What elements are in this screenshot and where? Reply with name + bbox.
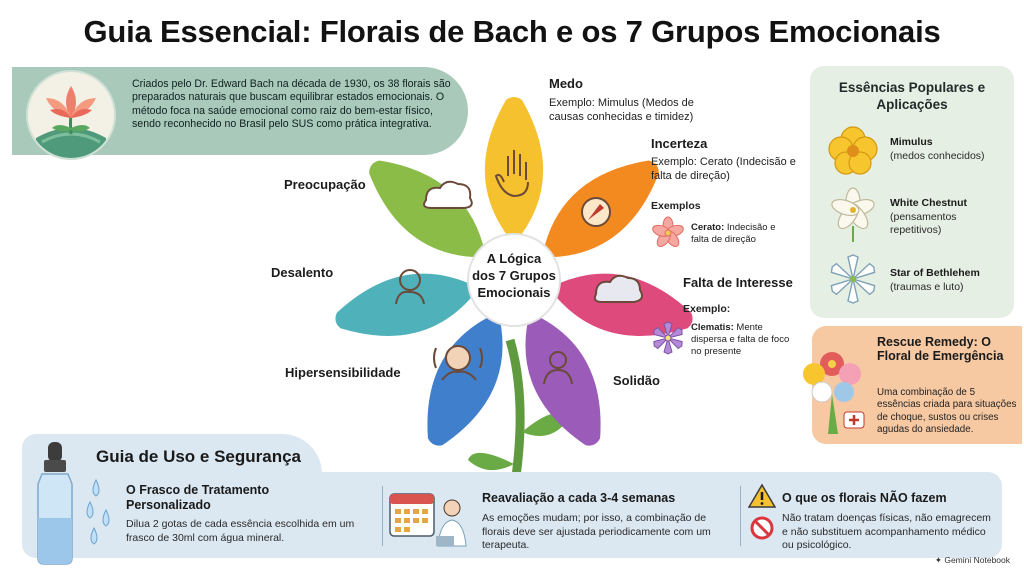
rescue-remedy-desc: Uma combinação de 5 essências criada par… <box>877 387 1017 436</box>
guide-col3-title: O que os florais NÃO fazem <box>782 491 947 505</box>
essence-star-of-bethlehem-desc: (traumas e luto) <box>890 281 964 293</box>
intro-text: Criados pelo Dr. Edward Bach na década d… <box>132 78 451 131</box>
example-incerteza: Exemplo: Cerato (Indecisão e falta de di… <box>651 156 796 182</box>
center-label-1: A Lógica <box>487 251 542 266</box>
bouquet-icon <box>803 352 865 434</box>
guide-divider <box>740 486 741 546</box>
essence-mimulus-desc: (medos conhecidos) <box>890 150 985 162</box>
label-falta-de-interesse: Falta de Interesse <box>683 275 793 290</box>
petal-preocupacao <box>369 160 487 258</box>
label-incerteza: Incerteza <box>651 136 708 151</box>
stem-leaf <box>468 452 514 471</box>
essence-star-of-bethlehem-name: Star of Bethlehem <box>890 267 980 279</box>
example-medo: Exemplo: Mimulus (Medos de causas conhec… <box>549 97 694 123</box>
guide-title: Guia de Uso e Segurança <box>96 447 302 466</box>
person-icon <box>549 351 567 369</box>
cerato-example: Cerato: Indecisão e falta de direção <box>691 222 776 245</box>
footer-brand: ✦ Gemini Notebook <box>934 555 1010 565</box>
clematis-flower-icon <box>653 321 683 355</box>
label-preocupacao: Preocupação <box>284 177 366 192</box>
petal-desalento <box>335 273 479 336</box>
label-desalento: Desalento <box>271 265 334 280</box>
flower-logo-icon <box>26 70 116 160</box>
center-label-2: dos 7 Grupos <box>472 268 556 283</box>
label-medo: Medo <box>549 76 583 91</box>
label-solidao: Solidão <box>613 373 660 388</box>
petal-falta-de-interesse <box>549 273 693 336</box>
prohibited-icon <box>750 516 774 540</box>
guide-col2-title: Reavaliação a cada 3-4 semanas <box>482 491 676 505</box>
mimulus-flower-icon <box>828 126 878 175</box>
star-of-bethlehem-flower-icon <box>830 254 876 304</box>
panel-title: Essências Populares e Aplicações <box>838 80 986 112</box>
warning-icon <box>748 483 776 508</box>
cerato-flower-icon <box>652 216 684 248</box>
guide-col2-text: As emoções mudam; por isso, a combinação… <box>482 512 711 551</box>
guide-box <box>22 472 1002 558</box>
center-circle <box>467 233 561 327</box>
center-label-3: Emocionais <box>478 285 551 300</box>
rescue-remedy-title: Rescue Remedy: O Floral de Emergência <box>877 335 1004 363</box>
emotional-groups-flower: A Lógica dos 7 Grupos Emocionais <box>335 97 693 491</box>
sensitive-person-icon <box>445 345 471 371</box>
guide-divider <box>382 486 383 546</box>
page-title: Guia Essencial: Florais de Bach e os 7 G… <box>83 14 941 49</box>
white-chestnut-flower-icon <box>831 187 875 242</box>
petal-solidao <box>525 312 601 446</box>
petal-hipersensibilidade <box>427 312 503 446</box>
hand-icon <box>494 150 529 198</box>
calendar-therapist-icon <box>389 493 467 547</box>
storm-cloud-icon <box>593 274 643 303</box>
label-exemplo: Exemplo: <box>683 303 731 315</box>
sparkle-icon: ✦ <box>934 555 942 565</box>
essence-white-chestnut-name: White Chestnut <box>890 197 967 209</box>
label-hipersensibilidade: Hipersensibilidade <box>285 365 401 380</box>
guide-col1-text: Dilua 2 gotas de cada essência escolhida… <box>126 518 355 544</box>
sad-person-icon <box>399 269 421 291</box>
label-exemplos: Exemplos <box>651 200 701 212</box>
guide-tab <box>22 434 322 478</box>
dropper-bottle-icon <box>37 442 110 565</box>
guide-col1-title: O Frasco de Tratamento Personalizado <box>126 483 270 512</box>
essence-mimulus-name: Mimulus <box>890 136 933 148</box>
clematis-example: Clematis: Mente dispersa e falta de foco… <box>691 322 790 357</box>
thought-cloud-icon <box>423 180 473 209</box>
guide-col3-text: Não tratam doenças físicas, não emagrece… <box>782 512 991 551</box>
flower-stem <box>505 338 525 491</box>
essence-white-chestnut-desc: (pensamentos repetitivos) <box>890 211 957 236</box>
